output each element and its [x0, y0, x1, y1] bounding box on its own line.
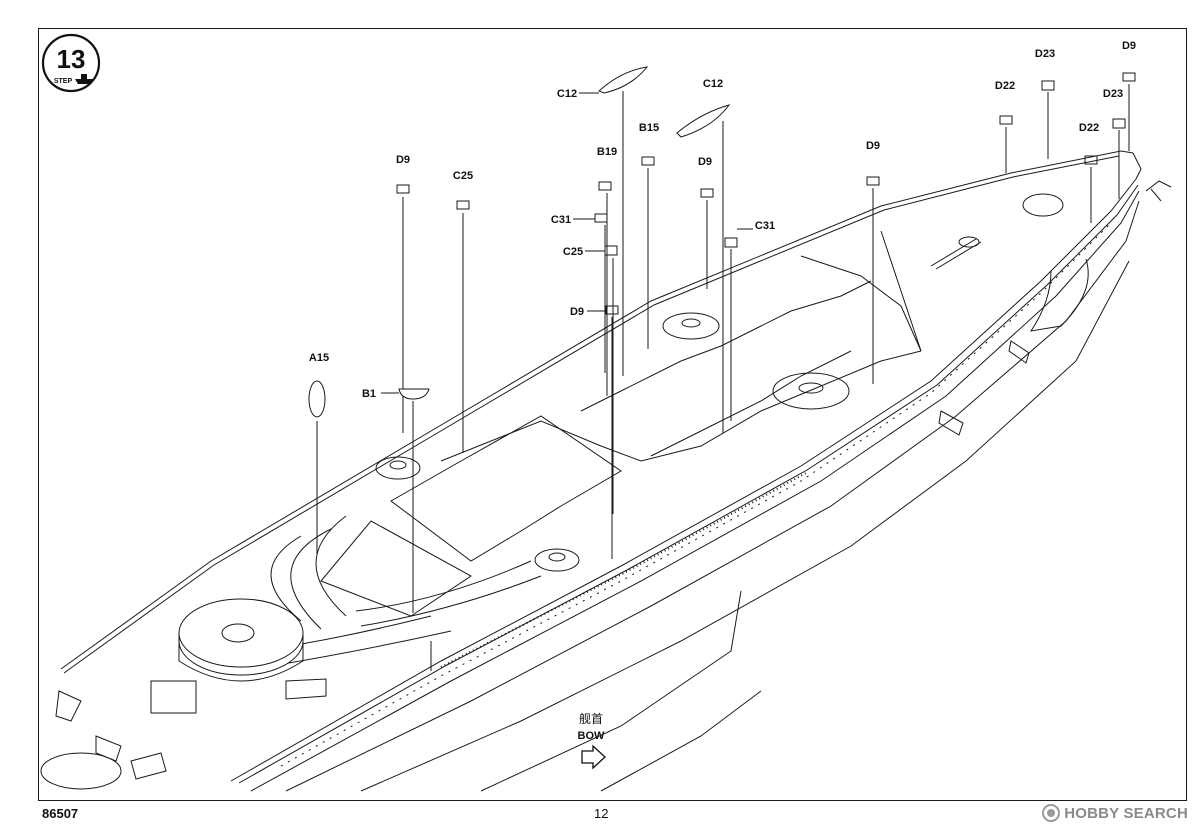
battleship-bow-hull — [40, 150, 1172, 792]
part-label-a15: A15 — [309, 352, 329, 364]
step-label: STEP — [54, 78, 73, 85]
part-label-d9: D9 — [570, 306, 584, 318]
part-label-c31: C31 — [755, 220, 775, 232]
hobby-search-logo-icon — [1042, 804, 1061, 822]
part-label-d9: D9 — [698, 156, 712, 168]
bow-indicator: 舰首 BOW — [578, 712, 606, 770]
part-label-c31: C31 — [551, 214, 571, 226]
assembly-diagram: 13 STEP — [40, 33, 1172, 792]
part-label-c12: C12 — [557, 88, 577, 100]
step-badge: 13 STEP — [41, 33, 101, 93]
step-number: 13 — [57, 44, 86, 74]
part-label-d23: D23 — [1103, 88, 1123, 100]
bow-arrow-icon — [581, 744, 606, 770]
instruction-sheet-frame: 13 STEP — [38, 28, 1187, 801]
part-label-d22: D22 — [995, 80, 1015, 92]
part-callouts — [308, 66, 1136, 613]
bow-label-jp: 舰首 — [579, 712, 603, 726]
page-number: 12 — [594, 806, 609, 821]
part-label-d22: D22 — [1079, 122, 1099, 134]
bow-label-en: BOW — [578, 730, 606, 742]
part-label-b15: B15 — [639, 122, 659, 134]
watermark-text: HOBBY SEARCH — [1064, 804, 1188, 822]
part-label-d9: D9 — [1122, 40, 1136, 52]
model-code: 86507 — [42, 806, 79, 821]
part-label-d9: D9 — [396, 154, 410, 166]
part-label-b1: B1 — [362, 388, 376, 400]
part-labels: D9 C25 A15 B1 C12 B19 C31 C25 D9 B15 C12… — [309, 40, 1136, 400]
part-label-c25: C25 — [453, 170, 473, 182]
part-label-d9: D9 — [866, 140, 880, 152]
part-label-b19: B19 — [597, 146, 617, 158]
part-label-c12: C12 — [703, 78, 723, 90]
part-label-d23: D23 — [1035, 48, 1055, 60]
part-label-c25: C25 — [563, 246, 583, 258]
watermark: HOBBY SEARCH — [1042, 804, 1188, 822]
